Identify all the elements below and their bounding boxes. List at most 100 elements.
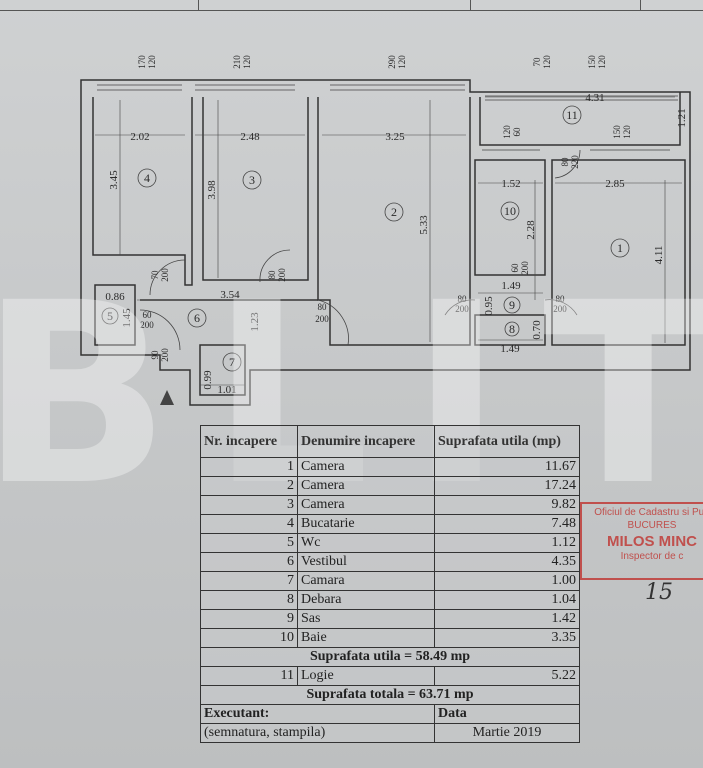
svg-text:200: 200 [160, 268, 170, 282]
svg-text:4.11: 4.11 [653, 246, 665, 265]
svg-text:4.31: 4.31 [585, 92, 604, 104]
svg-text:6: 6 [194, 311, 200, 325]
room2-walls [317, 97, 471, 346]
cadastre-stamp: Oficiul de Cadastru si Pub BUCURES MILOS… [580, 502, 703, 580]
executant-row: Executant:Data [200, 704, 580, 724]
floor-plan: 2.02 2.48 3.25 4.31 1.21 1.52 2.85 3.45 … [80, 55, 691, 406]
header-nr: Nr. incapere [200, 425, 298, 458]
svg-text:210: 210 [232, 55, 242, 69]
svg-text:70: 70 [150, 270, 160, 280]
svg-text:60: 60 [510, 263, 520, 273]
svg-text:120: 120 [597, 55, 607, 69]
pantry-walls [199, 344, 246, 396]
svg-text:9: 9 [509, 298, 515, 312]
storage-walls [474, 314, 546, 346]
svg-text:0.70: 0.70 [531, 320, 543, 340]
wc-walls [94, 284, 136, 346]
handwritten-note: 15 [645, 580, 673, 605]
svg-text:200: 200 [553, 304, 567, 314]
svg-text:1.45: 1.45 [121, 308, 133, 328]
svg-text:90: 90 [150, 350, 160, 360]
svg-text:5.33: 5.33 [418, 215, 430, 235]
svg-text:200: 200 [315, 314, 329, 324]
room-number-markers: 1 2 3 4 5 6 7 8 9 10 11 [101, 105, 630, 372]
svg-text:1.01: 1.01 [217, 384, 236, 396]
door-swings [139, 149, 581, 351]
header-area: Suprafata utila (mp) [434, 425, 580, 458]
svg-text:170: 170 [137, 55, 147, 69]
svg-text:290: 290 [387, 55, 397, 69]
header-name: Denumire incapere [297, 425, 435, 458]
svg-text:200: 200 [520, 261, 530, 275]
svg-text:80: 80 [267, 270, 277, 280]
windows [97, 84, 678, 151]
room3-walls [202, 97, 309, 281]
svg-text:0.86: 0.86 [105, 291, 125, 303]
svg-text:3.98: 3.98 [206, 180, 218, 200]
walls [80, 79, 691, 406]
dimension-lines [95, 96, 682, 386]
svg-text:10: 10 [504, 204, 516, 218]
svg-text:8: 8 [509, 322, 515, 336]
svg-text:1: 1 [617, 241, 623, 255]
svg-text:2.28: 2.28 [525, 220, 537, 240]
svg-text:150: 150 [587, 55, 597, 69]
svg-text:200: 200 [277, 268, 287, 282]
signature-row: (semnatura, stampila)Martie 2019 [200, 723, 580, 743]
svg-text:220: 220 [570, 155, 580, 169]
outer-wall [80, 79, 691, 406]
svg-text:3: 3 [249, 173, 255, 187]
svg-text:60: 60 [512, 127, 522, 137]
svg-text:150: 150 [612, 125, 622, 139]
svg-text:120: 120 [542, 55, 552, 69]
svg-text:1.49: 1.49 [501, 280, 521, 292]
svg-text:11: 11 [566, 108, 578, 122]
svg-text:0.99: 0.99 [202, 370, 214, 390]
svg-text:120: 120 [622, 125, 632, 139]
svg-text:2.85: 2.85 [605, 178, 625, 190]
useful-total-row: Suprafata utila = 58.49 mp [200, 647, 580, 667]
grand-total-row: Suprafata totala = 63.71 mp [200, 685, 580, 705]
svg-text:80: 80 [556, 294, 566, 304]
svg-text:200: 200 [140, 320, 154, 330]
svg-text:200: 200 [455, 304, 469, 314]
room1-walls [551, 159, 686, 346]
svg-text:3.45: 3.45 [108, 170, 120, 190]
svg-text:3.25: 3.25 [385, 131, 405, 143]
north-arrow-icon [160, 390, 174, 405]
svg-text:60: 60 [143, 310, 153, 320]
svg-text:1.23: 1.23 [249, 312, 261, 332]
svg-text:70: 70 [532, 57, 542, 67]
svg-text:80: 80 [318, 302, 328, 312]
svg-text:1.49: 1.49 [500, 343, 520, 355]
table-header: Nr. incapere Denumire incapere Suprafata… [200, 425, 580, 458]
svg-text:5: 5 [107, 309, 113, 323]
svg-text:1.21: 1.21 [676, 108, 688, 127]
svg-text:120: 120 [397, 55, 407, 69]
svg-text:4: 4 [144, 171, 150, 185]
svg-text:1.52: 1.52 [501, 178, 520, 190]
svg-text:80: 80 [458, 294, 468, 304]
area-table: Nr. incapere Denumire incapere Suprafata… [200, 425, 580, 743]
svg-text:80: 80 [560, 157, 570, 167]
svg-text:7: 7 [229, 355, 235, 369]
bath-walls [474, 159, 546, 276]
svg-text:120: 120 [502, 125, 512, 139]
top-border-line [0, 0, 703, 11]
svg-text:120: 120 [147, 55, 157, 69]
svg-text:2.48: 2.48 [240, 131, 260, 143]
dimension-labels: 2.02 2.48 3.25 4.31 1.21 1.52 2.85 3.45 … [105, 92, 688, 396]
svg-text:2: 2 [391, 205, 397, 219]
svg-text:2.02: 2.02 [130, 131, 149, 143]
